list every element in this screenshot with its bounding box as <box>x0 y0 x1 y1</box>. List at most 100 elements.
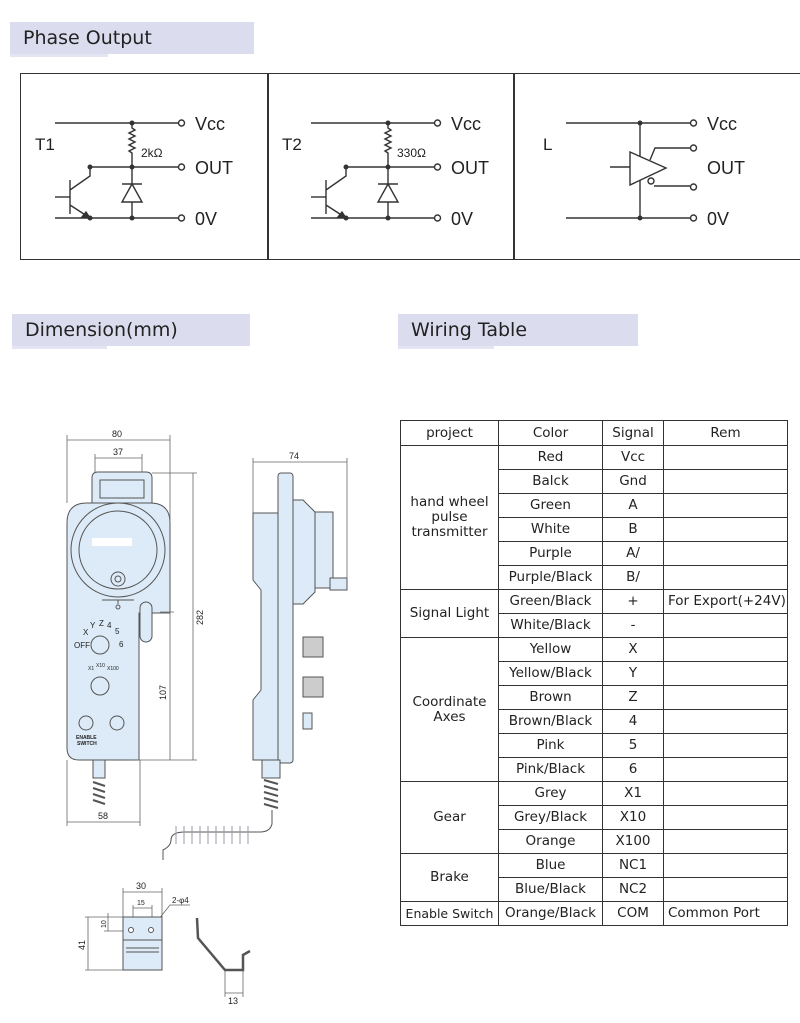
circuit-l: L Vcc OUT 0V <box>543 114 745 229</box>
color-cell: Brown <box>498 685 603 710</box>
rem-cell <box>663 805 788 830</box>
dim-hole-spacing: 15 <box>137 900 145 907</box>
dim-height: 282 <box>195 610 205 625</box>
dim-hole-offset: 10 <box>101 920 108 928</box>
signal-cell: Gnd <box>602 469 664 494</box>
wiring-table: project Color Signal Rem hand wheel puls… <box>400 420 788 926</box>
signal-cell: 5 <box>602 733 664 758</box>
vcc-label: Vcc <box>451 114 481 134</box>
five-label: 5 <box>115 627 120 636</box>
dim-bracket-height: 41 <box>77 940 87 950</box>
dimension-labels: 80 37 74 282 107 58 30 15 2-φ4 41 10 13 <box>77 429 299 1006</box>
signal-cell: Y <box>602 661 664 686</box>
color-cell: Purple <box>498 541 603 566</box>
selector-knob-side <box>302 636 324 658</box>
diode-icon <box>120 182 144 203</box>
transistor-icon <box>55 167 92 219</box>
color-cell: Yellow <box>498 637 603 662</box>
x-label: X <box>83 628 89 637</box>
rem-cell <box>663 757 788 782</box>
project-cell: Coordinate Axes <box>400 637 499 782</box>
vcc-label: Vcc <box>195 114 225 134</box>
color-cell: Blue <box>498 853 603 878</box>
rem-cell <box>663 445 788 470</box>
signal-cell: + <box>602 589 664 614</box>
gear-selector-knob <box>90 676 110 696</box>
dimension-lines <box>66 435 348 997</box>
rem-cell <box>663 733 788 758</box>
dimension-heading: Dimension(mm) <box>12 314 250 349</box>
gnd-label: 0V <box>451 209 473 229</box>
out-label: OUT <box>195 158 233 178</box>
enable-switch-button <box>78 715 94 731</box>
off-label: OFF <box>74 641 90 650</box>
color-cell: Pink <box>498 733 603 758</box>
color-cell: Orange/Black <box>498 901 603 926</box>
color-cell: Orange <box>498 829 603 854</box>
four-label: 4 <box>107 621 112 630</box>
out-label: OUT <box>707 158 745 178</box>
col-project: project <box>400 420 499 446</box>
col-color: Color <box>498 420 603 446</box>
terminal-icon <box>177 119 186 127</box>
color-cell: Green <box>498 493 603 518</box>
rem-cell <box>663 517 788 542</box>
rem-cell <box>663 661 788 686</box>
phase-output-diagram <box>20 73 800 260</box>
rem-cell <box>663 613 788 638</box>
circuit-t2: T2 Vcc 330Ω OUT 0V <box>282 114 489 229</box>
resistor-icon <box>127 123 137 166</box>
rem-cell <box>663 493 788 518</box>
divider <box>267 74 269 259</box>
signal-cell: X10 <box>602 805 664 830</box>
circuit-label: L <box>543 135 552 154</box>
hand-wheel <box>314 511 334 589</box>
rem-cell <box>663 469 788 494</box>
project-cell: hand wheel pulse transmitter <box>400 445 499 590</box>
table-row: White/Black- <box>401 613 788 638</box>
signal-cell: COM <box>602 901 664 926</box>
circuit-t1: T1 Vcc 2kΩ OUT 0V <box>35 114 233 229</box>
dim-width: 80 <box>112 429 122 439</box>
dim-holes: 2-φ4 <box>172 896 189 905</box>
mounting-bracket <box>122 916 251 972</box>
signal-light <box>109 715 125 731</box>
rem-cell <box>663 637 788 662</box>
signal-cell: - <box>602 613 664 638</box>
signal-cell: NC1 <box>602 853 664 878</box>
signal-cell: X1 <box>602 781 664 806</box>
circuit-label: T1 <box>35 135 55 154</box>
signal-cell: Vcc <box>602 445 664 470</box>
rem-cell <box>663 565 788 590</box>
rem-cell <box>663 709 788 734</box>
signal-cell: NC2 <box>602 877 664 902</box>
rem-cell: Common Port <box>663 901 788 926</box>
signal-cell: B <box>602 517 664 542</box>
signal-cell: A <box>602 493 664 518</box>
rem-cell <box>663 829 788 854</box>
color-cell: Brown/Black <box>498 709 603 734</box>
rem-cell <box>663 781 788 806</box>
rem-cell <box>663 685 788 710</box>
gnd-label: 0V <box>707 209 729 229</box>
enable-label: ENABLE <box>76 735 97 741</box>
z-label: Z <box>99 619 104 628</box>
color-cell: White/Black <box>498 613 603 638</box>
color-cell: Green/Black <box>498 589 603 614</box>
coiled-cable <box>162 810 273 860</box>
rem-cell <box>663 877 788 902</box>
signal-cell: A/ <box>602 541 664 566</box>
color-cell: Yellow/Black <box>498 661 603 686</box>
selector-knob-side <box>302 676 324 698</box>
